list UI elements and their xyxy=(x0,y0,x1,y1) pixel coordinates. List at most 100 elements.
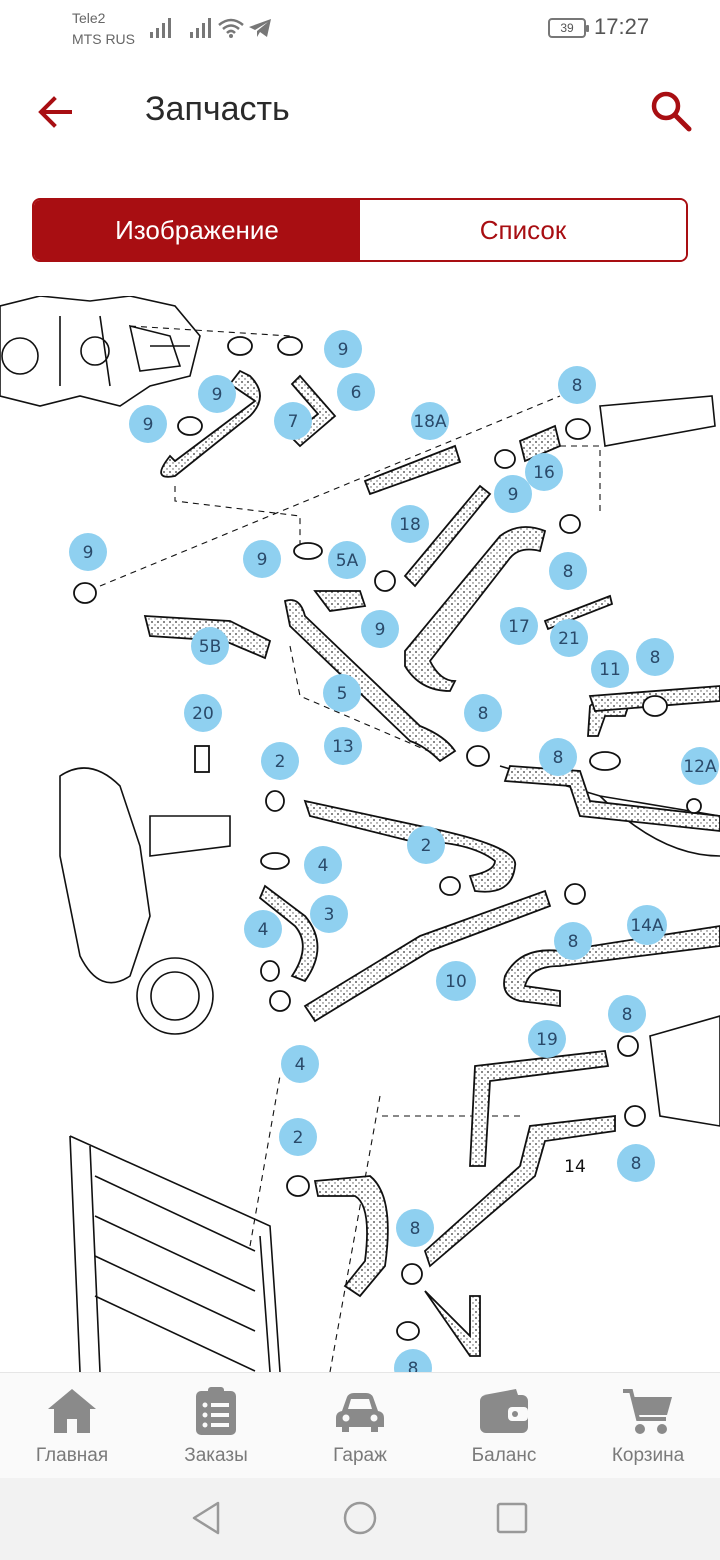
search-icon[interactable] xyxy=(646,86,696,136)
callout-label: 5B xyxy=(199,637,221,657)
callout[interactable]: 8 xyxy=(464,694,502,732)
callout-label: 10 xyxy=(445,972,467,992)
arrow-left-icon[interactable] xyxy=(32,88,80,136)
callout[interactable]: 8 xyxy=(396,1209,434,1247)
nav-item-cart[interactable]: Корзина xyxy=(576,1373,720,1478)
carriers: Tele2 MTS RUS xyxy=(72,8,135,50)
callout-label: 8 xyxy=(568,932,579,952)
nav-item-balance[interactable]: Баланс xyxy=(432,1373,576,1478)
battery-indicator: 39 xyxy=(548,18,589,38)
callout-label: 4 xyxy=(318,856,329,876)
callout-label: 8 xyxy=(563,562,574,582)
tab-list[interactable]: Список xyxy=(360,200,686,260)
callout[interactable]: 17 xyxy=(500,607,538,645)
callout[interactable]: 14A xyxy=(627,905,667,945)
callout[interactable]: 8 xyxy=(549,552,587,590)
callout[interactable]: 5B xyxy=(191,627,229,665)
tab-image[interactable]: Изображение xyxy=(34,200,360,260)
callout[interactable]: 2 xyxy=(261,742,299,780)
callout[interactable]: 12A xyxy=(681,747,719,785)
callout-label: 8 xyxy=(553,748,564,768)
callout[interactable]: 10 xyxy=(436,961,476,1001)
callout-label: 8 xyxy=(410,1219,421,1239)
callouts: 9 9 6 9 7 8 18A 16 9 18 9 8 9 5A 9 17 21… xyxy=(69,330,719,1372)
callout[interactable]: 9 xyxy=(69,533,107,571)
callout-label: 2 xyxy=(293,1128,304,1148)
nav-label: Гараж xyxy=(333,1445,387,1466)
callout-label: 3 xyxy=(324,905,335,925)
callout-label: 2 xyxy=(421,836,432,856)
status-bar: Tele2 MTS RUS 39 17:27 xyxy=(0,0,720,56)
app-bar: Запчасть xyxy=(0,70,720,156)
callout-label: 8 xyxy=(631,1154,642,1174)
callout-label: 9 xyxy=(212,385,223,405)
callout[interactable]: 8 xyxy=(636,638,674,676)
callout[interactable]: 3 xyxy=(310,895,348,933)
callout[interactable]: 2 xyxy=(407,826,445,864)
callout-label: 9 xyxy=(338,340,349,360)
nav-item-home[interactable]: Главная xyxy=(0,1373,144,1478)
callout[interactable]: 8 xyxy=(558,366,596,404)
callout[interactable]: 11 xyxy=(591,650,629,688)
callout[interactable]: 5 xyxy=(323,674,361,712)
callout[interactable]: 4 xyxy=(244,910,282,948)
callout[interactable]: 9 xyxy=(494,475,532,513)
callout-label: 9 xyxy=(508,485,519,505)
callout-label: 8 xyxy=(650,648,661,668)
callout[interactable]: 16 xyxy=(525,453,563,491)
callout-label: 14 xyxy=(564,1157,586,1177)
callout-label: 20 xyxy=(192,704,214,724)
callout-label: 8 xyxy=(408,1359,419,1372)
callout[interactable]: 18A xyxy=(411,402,449,440)
callout-label: 14A xyxy=(630,916,664,936)
callout[interactable]: 6 xyxy=(337,373,375,411)
callout[interactable]: 9 xyxy=(129,405,167,443)
callout[interactable]: 9 xyxy=(243,540,281,578)
callout[interactable]: 20 xyxy=(184,694,222,732)
nav-label: Баланс xyxy=(471,1445,537,1466)
car-icon xyxy=(336,1393,384,1432)
callout-label: 2 xyxy=(275,752,286,772)
recents-square-icon[interactable] xyxy=(492,1498,532,1538)
callout[interactable]: 8 xyxy=(617,1144,655,1182)
callout-label: 8 xyxy=(478,704,489,724)
callout-label: 5 xyxy=(337,684,348,704)
callout[interactable]: 9 xyxy=(198,375,236,413)
wifi-icon xyxy=(218,18,244,38)
callout-label: 6 xyxy=(351,383,362,403)
bottom-nav: Главная Заказы Гараж Баланс xyxy=(0,1372,720,1478)
nav-label: Главная xyxy=(35,1445,109,1466)
callout[interactable]: 5A xyxy=(328,541,366,579)
signal-icon xyxy=(150,18,171,38)
callout[interactable]: 8 xyxy=(539,738,577,776)
callout[interactable]: 4 xyxy=(304,846,342,884)
callout[interactable]: 18 xyxy=(391,505,429,543)
nav-item-garage[interactable]: Гараж xyxy=(288,1373,432,1478)
callout-label: 7 xyxy=(288,412,299,432)
callout[interactable]: 2 xyxy=(279,1118,317,1156)
home-circle-icon[interactable] xyxy=(340,1498,380,1538)
callout[interactable]: 9 xyxy=(361,610,399,648)
callout[interactable]: 8 xyxy=(608,995,646,1033)
callout[interactable]: 13 xyxy=(324,727,362,765)
carrier-2: MTS RUS xyxy=(72,31,135,47)
nav-item-orders[interactable]: Заказы xyxy=(144,1373,288,1478)
system-nav-bar xyxy=(0,1478,720,1560)
callout-label: 8 xyxy=(622,1005,633,1025)
callout[interactable]: 9 xyxy=(324,330,362,368)
telegram-icon xyxy=(249,19,271,37)
callout[interactable]: 21 xyxy=(550,619,588,657)
callout-label: 18A xyxy=(413,412,447,432)
nav-label: Заказы xyxy=(184,1445,248,1466)
callout[interactable]: 4 xyxy=(281,1045,319,1083)
callout[interactable]: 7 xyxy=(274,402,312,440)
callout-label: 9 xyxy=(257,550,268,570)
callout-label: 9 xyxy=(143,415,154,435)
callout[interactable]: 8 xyxy=(554,922,592,960)
callout[interactable]: 8 xyxy=(394,1349,432,1372)
parts-diagram[interactable]: 9 9 6 9 7 8 18A 16 9 18 9 8 9 5A 9 17 21… xyxy=(0,296,720,1372)
callout-label: 9 xyxy=(375,620,386,640)
callout-label: 17 xyxy=(508,617,530,637)
back-triangle-icon[interactable] xyxy=(186,1498,226,1538)
callout[interactable]: 19 xyxy=(528,1020,566,1058)
